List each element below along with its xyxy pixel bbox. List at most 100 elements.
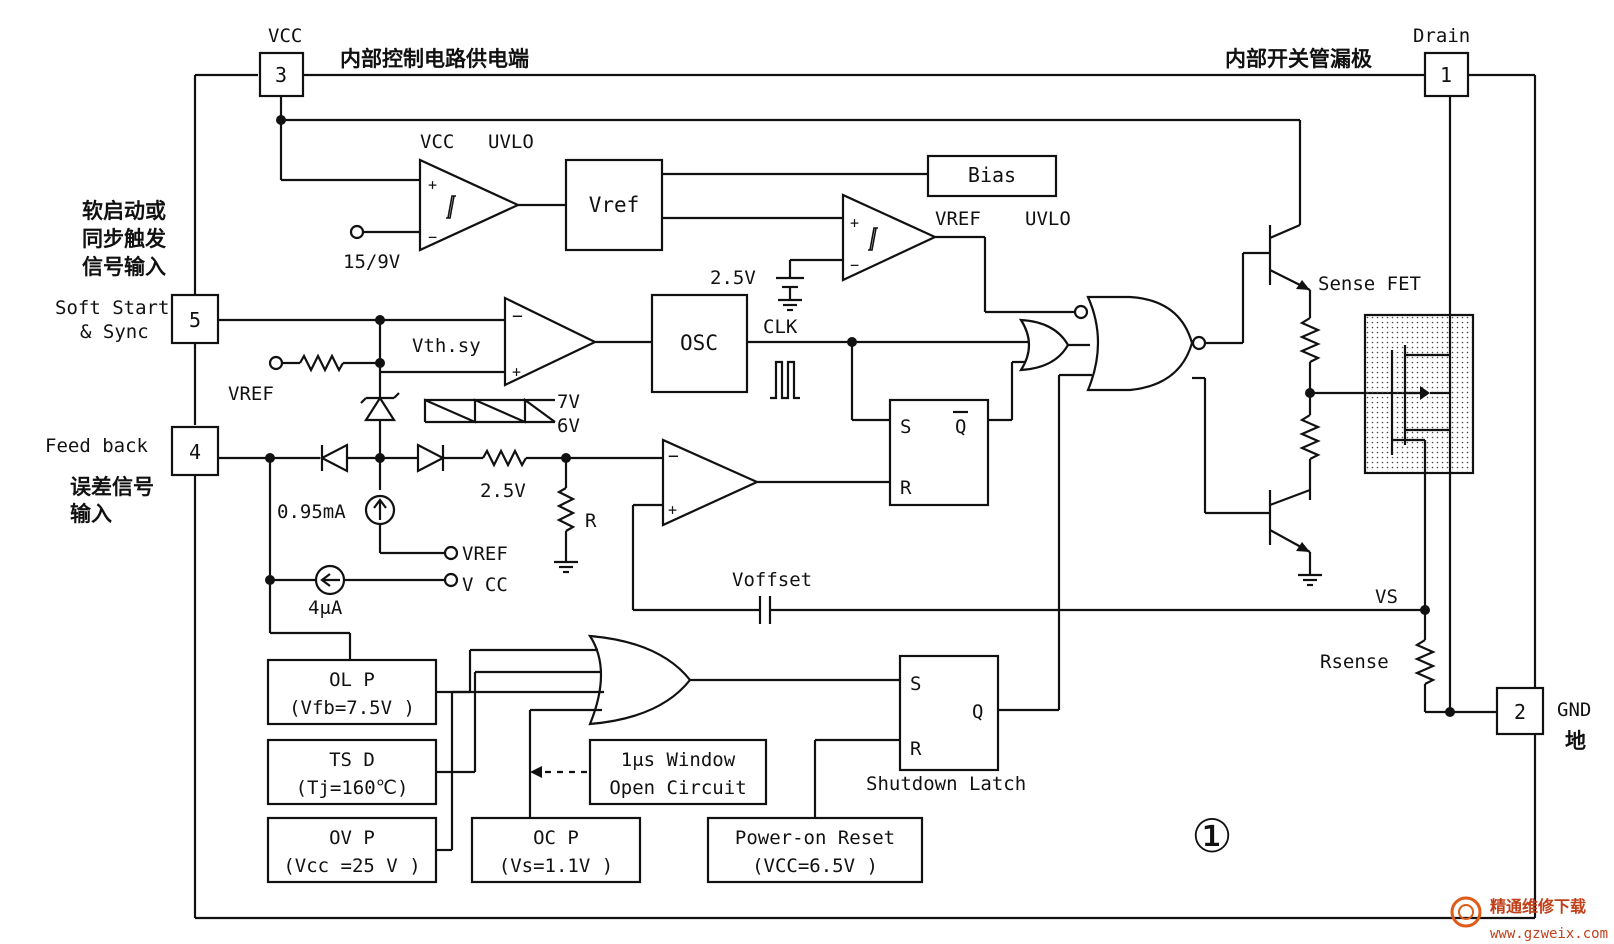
diode-1 [319, 443, 349, 473]
latch1-qbar: Q [955, 416, 966, 438]
tsd-block [266, 738, 438, 806]
pin-5-desc-line1: 软启动或 [82, 199, 166, 223]
pin-1-number: 1 [1440, 63, 1452, 87]
latch2-s: S [910, 673, 921, 695]
circle-number: ① [1191, 809, 1232, 863]
shutdown-latch-block [898, 654, 1000, 772]
pwm-latch: S R Q [888, 360, 1031, 507]
label-7v: 7V [557, 391, 580, 413]
pin-3-name: VCC [268, 25, 302, 47]
resistor-vref [299, 353, 344, 373]
vref-uvlo-vref-label: VREF [935, 208, 981, 230]
window-line2: Open Circuit [609, 777, 746, 799]
ocp-block [470, 816, 642, 884]
osc-block [650, 293, 749, 394]
vcc-src-label: V CC [462, 574, 508, 596]
pin-2-name: GND [1557, 699, 1591, 721]
vcc-uvlo-section: + − VCC UVLO 15/9V Vref Bias + − VREF UV… [276, 96, 1302, 314]
por-block [706, 816, 924, 884]
pin-4-number: 4 [189, 440, 201, 464]
rsense: Rsense [1320, 610, 1497, 717]
sawtooth-waveform [423, 397, 556, 424]
rsense-label: Rsense [1320, 651, 1389, 673]
label-6v: 6V [557, 415, 580, 437]
ovp-line1: OV P [329, 827, 375, 849]
bias-block [926, 154, 1058, 198]
latch1-r: R [900, 477, 912, 499]
clk-pulse-waveform [770, 360, 800, 400]
window-block [588, 738, 768, 806]
pin-5-desc-line2: 同步触发 [82, 227, 167, 251]
pin-2-number: 2 [1514, 700, 1526, 724]
svg-text:−: − [512, 306, 523, 327]
hysteresis-symbol-2 [868, 227, 878, 251]
label-2-5v-top: 2.5V [710, 267, 756, 289]
label-095ma: 0.95mA [277, 501, 346, 523]
ovp-block [266, 816, 438, 884]
ocp-line2: (Vs=1.1V ) [499, 855, 613, 877]
zener-diode [363, 395, 397, 422]
label-r: R [585, 510, 597, 532]
resistor-r [556, 487, 576, 532]
vthsy-label: Vth.sy [412, 335, 481, 357]
latch2-q: Q [972, 701, 983, 723]
pin-5-desc-line3: 信号输入 [82, 255, 166, 279]
resistor-2-5v [482, 448, 527, 468]
hysteresis-symbol [446, 195, 456, 219]
voffset-label: Voffset [732, 569, 812, 591]
svg-text:+: + [428, 176, 437, 194]
sync-comparator [503, 296, 598, 387]
svg-text:−: − [668, 446, 679, 467]
or-gate-protection [587, 634, 692, 726]
vref-src-label: VREF [462, 543, 508, 565]
tsd-line2: (Tj=160℃) [296, 777, 409, 799]
nor-gate-main [1032, 251, 1270, 712]
osc-section: − + Vth.sy VREF OSC CLK 7V 6V [218, 293, 1031, 463]
ocp-line1: OC P [533, 827, 579, 849]
label-4ua: 4μA [308, 597, 343, 619]
pin-2-desc: 地 [1565, 729, 1586, 753]
vref-block [564, 158, 664, 252]
driver-resistor-top [1299, 317, 1321, 363]
pin-5-name-line1: Soft Start [55, 297, 169, 319]
terminal-vcc-src [443, 572, 459, 588]
olp-line1: OL P [329, 669, 375, 691]
pin-5-soft-start: 5 Soft Start & Sync 软启动或 同步触发 信号输入 [55, 199, 220, 345]
terminal-15-9v [349, 224, 365, 240]
sense-fet [1363, 96, 1475, 712]
pin-3-desc: 内部控制电路供电端 [340, 47, 529, 71]
bias-block-label: Bias [968, 163, 1016, 187]
label-15-9v: 15/9V [343, 251, 400, 273]
pwm-comparator [661, 438, 760, 527]
pin-4-desc-line1: 误差信号 [70, 475, 154, 499]
rsense-resistor [1414, 639, 1436, 685]
pin-4-name: Feed back [45, 435, 149, 457]
or-gate-small [1018, 318, 1090, 372]
pin-3-vcc: 3 VCC 内部控制电路供电端 [258, 25, 529, 98]
diode-2 [416, 443, 446, 473]
ovp-line2: (Vcc =25 V ) [283, 855, 420, 877]
olp-line2: (Vfb=7.5V ) [289, 697, 415, 719]
por-line2: (VCC=6.5V ) [752, 855, 878, 877]
svg-text:+: + [850, 214, 859, 232]
protection-section: OL P (Vfb=7.5V ) TS D (Tj=160℃) OV P (Vc… [266, 634, 1032, 884]
watermark: 精通维修下载 www.gzweix.com [1450, 896, 1608, 942]
driver-resistor-bottom [1299, 414, 1321, 460]
label-2-5v-mid: 2.5V [480, 480, 526, 502]
terminal-vref-src [443, 545, 459, 561]
latch1-s: S [900, 416, 911, 438]
figure-marker: ① [1191, 809, 1232, 863]
tsd-line1: TS D [329, 749, 375, 771]
svg-text:−: − [428, 228, 437, 246]
ic-outline [193, 73, 1537, 920]
vref-uvlo-comparator [841, 193, 938, 282]
pin-1-desc: 内部开关管漏极 [1225, 47, 1373, 71]
watermark-cn: 精通维修下载 [1490, 897, 1586, 916]
vref-uvlo-label: UVLO [1025, 208, 1071, 230]
window-line1: 1μs Window [621, 749, 736, 771]
watermark-url: www.gzweix.com [1490, 926, 1608, 942]
latch2-r: R [910, 738, 922, 760]
pin-3-number: 3 [275, 63, 287, 87]
pin-4-feedback: 4 Feed back 误差信号 输入 [45, 425, 220, 526]
